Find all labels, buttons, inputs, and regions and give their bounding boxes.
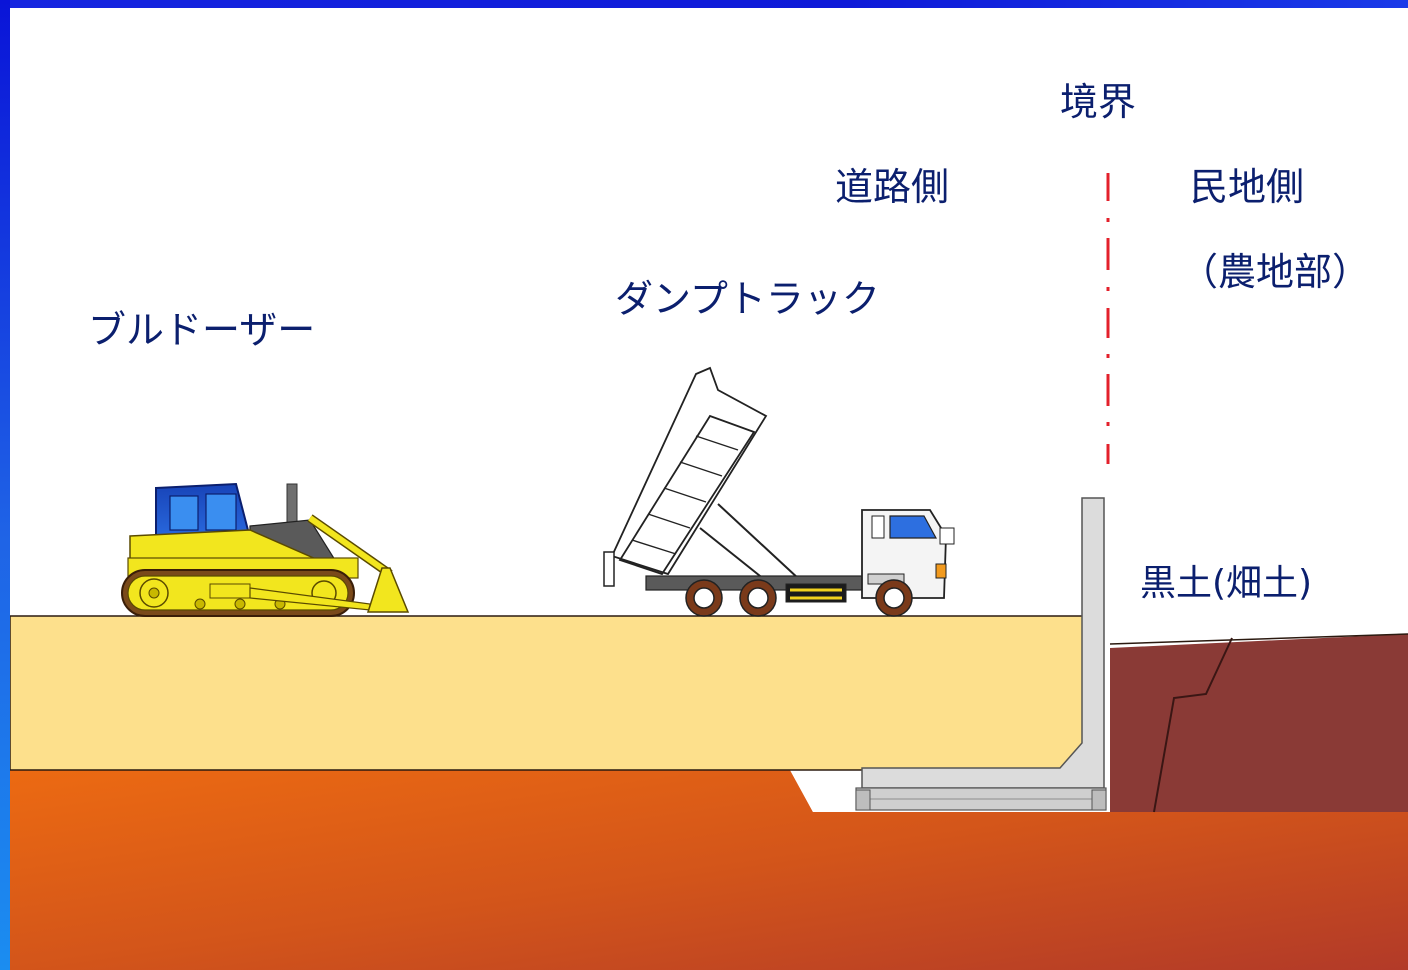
retaining-wall xyxy=(861,497,1105,789)
road-fill-layer xyxy=(10,615,1101,771)
black-soil-label: 黒土(畑土) xyxy=(1140,563,1313,604)
frame-left-border xyxy=(0,0,10,970)
wall-footing-left-cap xyxy=(855,789,871,811)
private-land-side-label: 民地側 xyxy=(1190,165,1305,209)
frame-top-border xyxy=(0,0,1408,8)
bulldozer-label: ブルドーザー xyxy=(88,308,316,352)
trench-cut xyxy=(790,770,860,812)
wall-footing-right-cap xyxy=(1091,789,1107,811)
black-soil-slope-line xyxy=(1153,637,1233,813)
ground-line-right xyxy=(1109,633,1408,645)
subsoil-layer xyxy=(10,770,1408,970)
dump-truck-label: ダンプトラック xyxy=(615,277,880,321)
black-soil-layer xyxy=(1110,634,1408,812)
boundary-label: 境界 xyxy=(1060,80,1137,124)
road-side-label: 道路側 xyxy=(835,165,950,209)
bulldozer xyxy=(121,482,410,617)
cross-section-scene xyxy=(10,173,1408,970)
farmland-section-label: （農地部） xyxy=(1180,250,1371,294)
dump-truck xyxy=(603,366,955,617)
diagram-canvas: 境界 道路側 民地側 （農地部） ダンプトラック ブルドーザー 黒土(畑土) xyxy=(10,8,1408,970)
